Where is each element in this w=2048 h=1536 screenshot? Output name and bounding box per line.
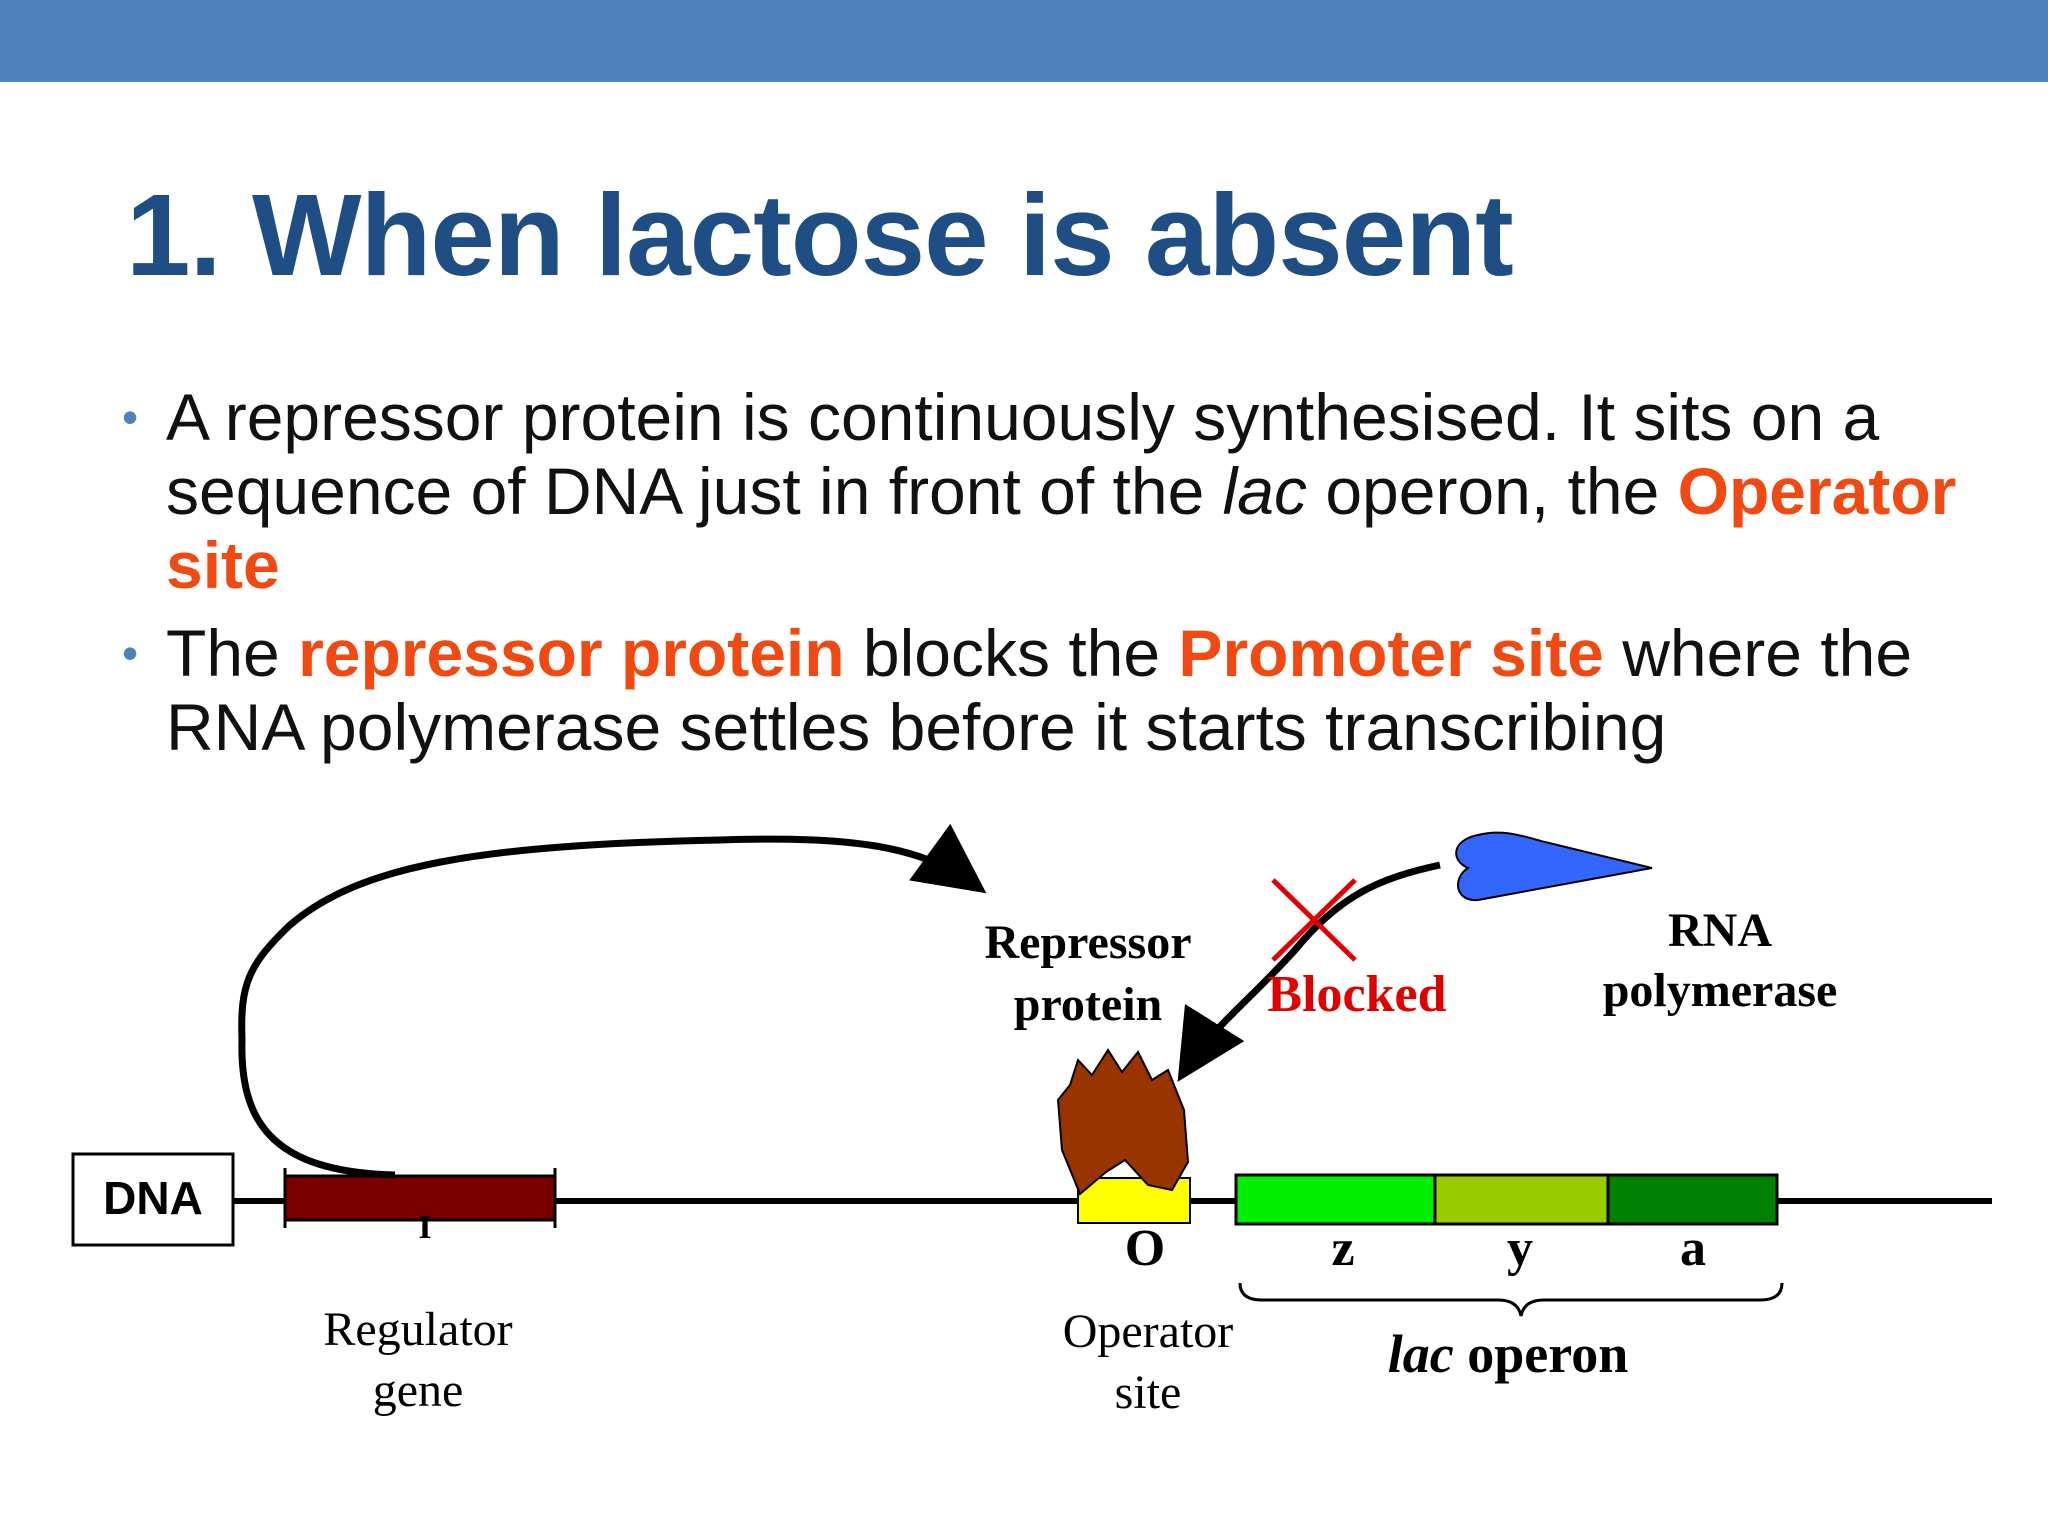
bullet-1: • A repressor protein is continuously syn… — [120, 380, 1980, 602]
bullet-dot-icon: • — [122, 391, 139, 443]
bullet-dot-icon: • — [122, 627, 139, 679]
rna-polymerase-shape — [1455, 831, 1653, 902]
bullet-2: • The repressor protein blocks the Promot… — [120, 616, 1980, 764]
bullet-1-text-b: operon, the — [1307, 454, 1678, 528]
blocked-label: Blocked — [1267, 966, 1446, 1023]
gene-y-bar — [1433, 1173, 1610, 1226]
rna-polymerase-label-line1: RNA — [1668, 904, 1772, 957]
bullet-2-highlight-2: Promoter site — [1178, 616, 1604, 690]
regulator-label-line1: Regulator — [323, 1303, 512, 1356]
repressor-protein-shape — [1056, 1048, 1190, 1196]
top-banner — [0, 0, 2048, 82]
bullet-2-text-b: blocks the — [844, 616, 1179, 690]
operator-label-line1: Operator — [1063, 1305, 1234, 1358]
repressor-label-line1: Repressor — [984, 916, 1191, 969]
lac-operon-label: lac operon — [1388, 1324, 1629, 1384]
bullet-2-text-c: where the RNA polymerase settles before … — [166, 616, 1913, 764]
slide-title: 1. When lactose is absent — [126, 170, 1514, 300]
gene-z-label: z — [1331, 1220, 1354, 1277]
lac-operon-italic: lac — [1388, 1324, 1454, 1384]
operator-letter: O — [1125, 1220, 1165, 1277]
gene-z-bar — [1234, 1173, 1437, 1226]
gene-a-label: a — [1680, 1220, 1706, 1277]
lac-operon-rest: operon — [1454, 1324, 1629, 1384]
bullet-1-highlight: Operator site — [166, 454, 1957, 602]
synthesis-arrow — [238, 823, 987, 1179]
operon-brace — [1238, 1282, 1784, 1317]
rna-polymerase-label-line2: polymerase — [1603, 964, 1838, 1017]
blocked-path-arrow — [1177, 861, 1441, 1082]
bullet-1-italic: lac — [1222, 454, 1307, 528]
bullet-2-highlight-1: repressor protein — [298, 616, 845, 690]
regulator-label-line2: gene — [373, 1364, 464, 1417]
dna-label: DNA — [103, 1172, 203, 1224]
blocked-x-line-2 — [1271, 878, 1357, 962]
dna-label-box — [71, 1152, 235, 1247]
bullet-list: • A repressor protein is continuously syn… — [120, 380, 1980, 778]
bullet-1-text-a: A repressor protein is continuously synt… — [166, 380, 1880, 528]
bullet-2-text-a: The — [166, 616, 299, 690]
gene-a-bar — [1606, 1173, 1779, 1226]
operator-label-line2: site — [1115, 1366, 1182, 1419]
repressor-label-line2: protein — [1014, 978, 1162, 1031]
regulator-gene-mark: I — [418, 1209, 431, 1246]
gene-y-label: y — [1507, 1220, 1533, 1277]
